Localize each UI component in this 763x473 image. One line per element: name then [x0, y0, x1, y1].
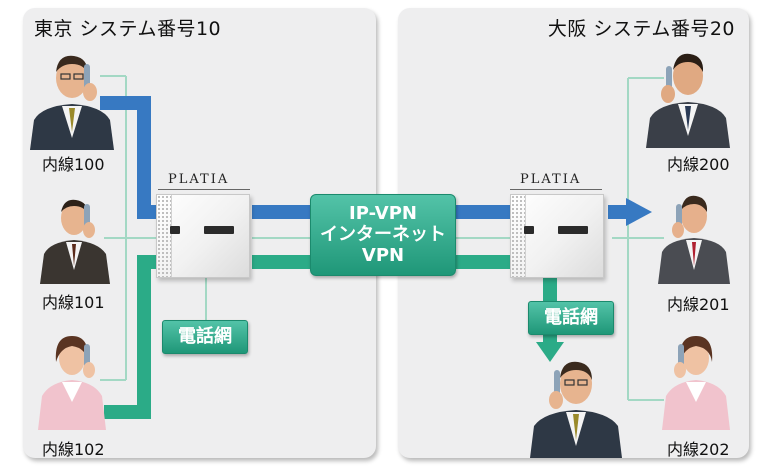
extension-label: 内線102	[42, 440, 105, 459]
man-phone-icon	[658, 195, 730, 284]
platia-brand: PLATIA	[168, 172, 230, 187]
vpn-line-3: VPN	[361, 245, 405, 266]
extension-label: 内線202	[667, 440, 730, 459]
green-line	[104, 255, 156, 419]
device-vent	[511, 195, 526, 277]
man-phone-icon	[40, 199, 110, 284]
device-slot	[170, 226, 180, 234]
extension-label: 内線101	[42, 293, 105, 312]
platia-device-icon	[156, 194, 250, 278]
vpn-link-box: IP-VPN インターネット VPN	[310, 194, 456, 276]
man-phone-icon	[30, 55, 114, 150]
device-slot	[204, 226, 234, 234]
phone-network-box: 電話網	[528, 301, 614, 335]
extension-label: 内線100	[42, 155, 105, 174]
arrow-right-icon	[626, 198, 652, 226]
man-phone-icon	[530, 361, 622, 458]
man-phone-icon	[646, 53, 730, 148]
device-slot	[558, 226, 588, 234]
vpn-line-1: IP-VPN	[349, 203, 417, 224]
brand-underline	[158, 189, 250, 190]
arrow-down-icon	[536, 342, 564, 362]
platia-device-icon	[510, 194, 604, 278]
osaka-site-title: 大阪 システム番号20	[547, 18, 735, 40]
blue-line	[100, 96, 156, 219]
device-vent	[157, 195, 172, 277]
woman-phone-icon	[38, 336, 106, 430]
phone-network-box: 電話網	[162, 320, 248, 354]
tokyo-site-title: 東京 システム番号10	[34, 18, 222, 40]
woman-phone-icon	[662, 336, 730, 430]
extension-label: 内線201	[667, 295, 730, 314]
device-slot	[524, 226, 534, 234]
brand-underline	[510, 189, 602, 190]
vpn-line-2: インターネット	[320, 224, 446, 245]
platia-brand: PLATIA	[520, 172, 582, 187]
extension-label: 内線200	[667, 155, 730, 174]
